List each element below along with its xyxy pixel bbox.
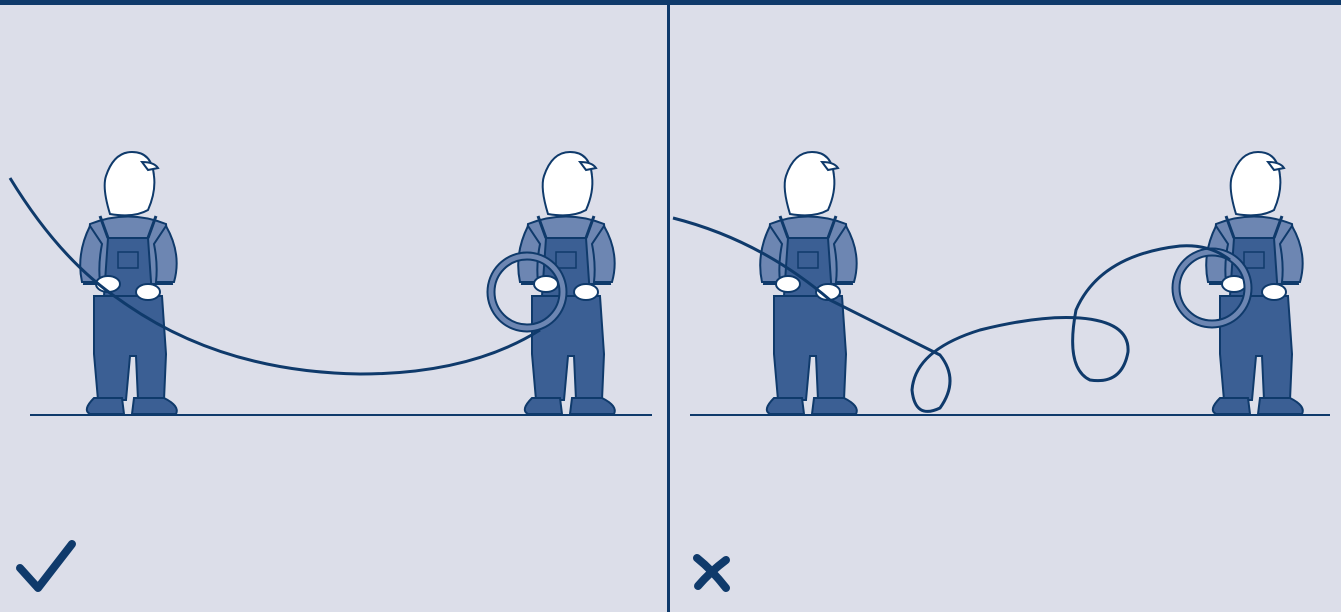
top-border bbox=[0, 0, 1341, 5]
panel-divider bbox=[667, 0, 670, 612]
